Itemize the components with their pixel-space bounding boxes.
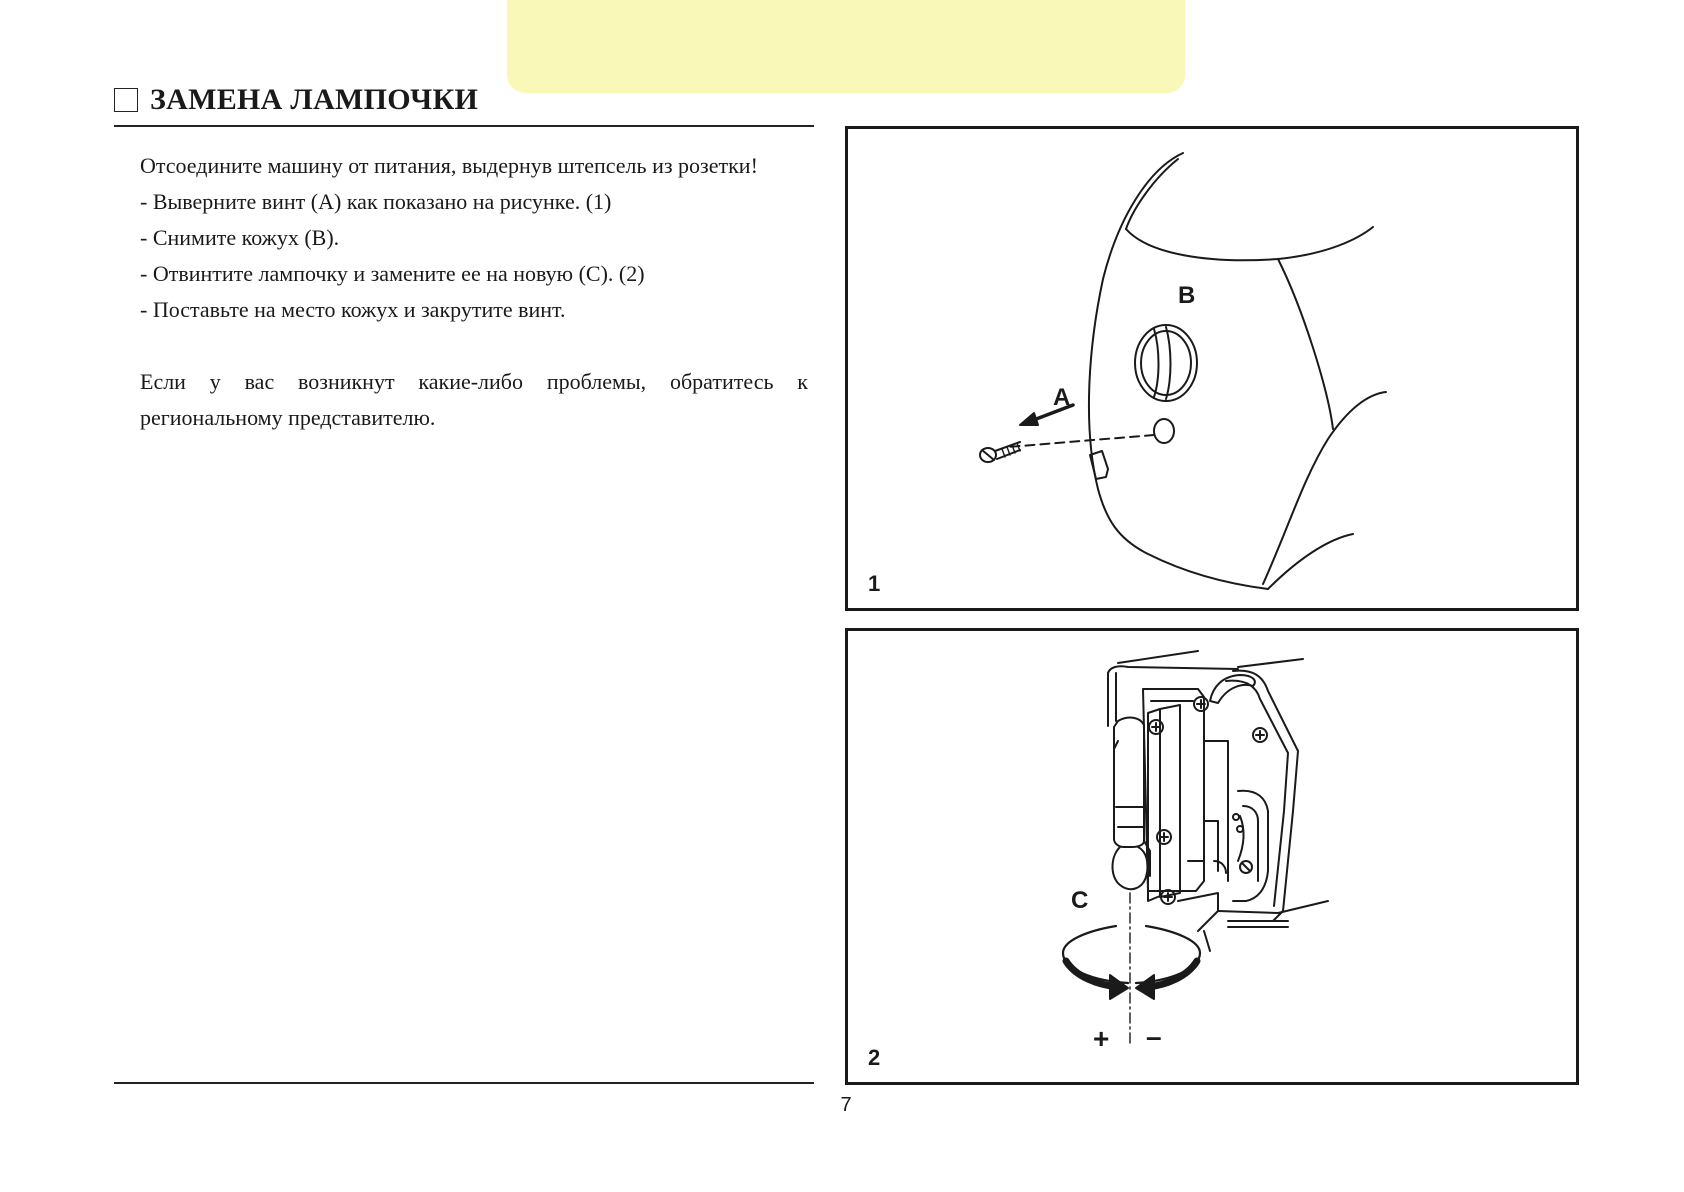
top-divider xyxy=(114,125,814,127)
minus-sign: – xyxy=(1146,1021,1162,1052)
figure-2-number: 2 xyxy=(868,1045,881,1070)
label-c: C xyxy=(1071,887,1089,914)
figure-1-number: 1 xyxy=(868,571,881,596)
label-a: A xyxy=(1053,384,1071,411)
checkbox-square-icon xyxy=(114,88,138,112)
header-tab-highlight xyxy=(507,0,1185,93)
label-b: B xyxy=(1178,282,1196,309)
bulb-replacement-illustration xyxy=(1061,650,1329,1047)
cover-removal-illustration xyxy=(979,152,1387,590)
page-number: 7 xyxy=(840,1094,852,1116)
step-1: - Выверните винт (A) как показано на рис… xyxy=(140,189,612,214)
plus-sign: + xyxy=(1093,1023,1110,1054)
instructions-text: Отсоедините машину от питания, выдернув … xyxy=(140,148,808,436)
section-heading: ЗАМЕНА ЛАМПОЧКИ xyxy=(114,80,478,120)
bottom-divider xyxy=(114,1082,814,1084)
step-2: - Снимите кожух (B). xyxy=(140,225,340,250)
step-4: - Поставьте на место кожух и закрутите в… xyxy=(140,297,566,322)
warning-text: Отсоедините машину от питания, выдернув … xyxy=(140,153,758,178)
support-note: Если у вас возникнут какие-либо проблемы… xyxy=(140,369,808,430)
figure-1-remove-cover: A B 1 xyxy=(845,126,1579,611)
step-3: - Отвинтите лампочку и замените ее на но… xyxy=(140,261,645,286)
section-title: ЗАМЕНА ЛАМПОЧКИ xyxy=(150,83,479,116)
figure-2-replace-bulb: C + – 2 xyxy=(845,628,1579,1085)
